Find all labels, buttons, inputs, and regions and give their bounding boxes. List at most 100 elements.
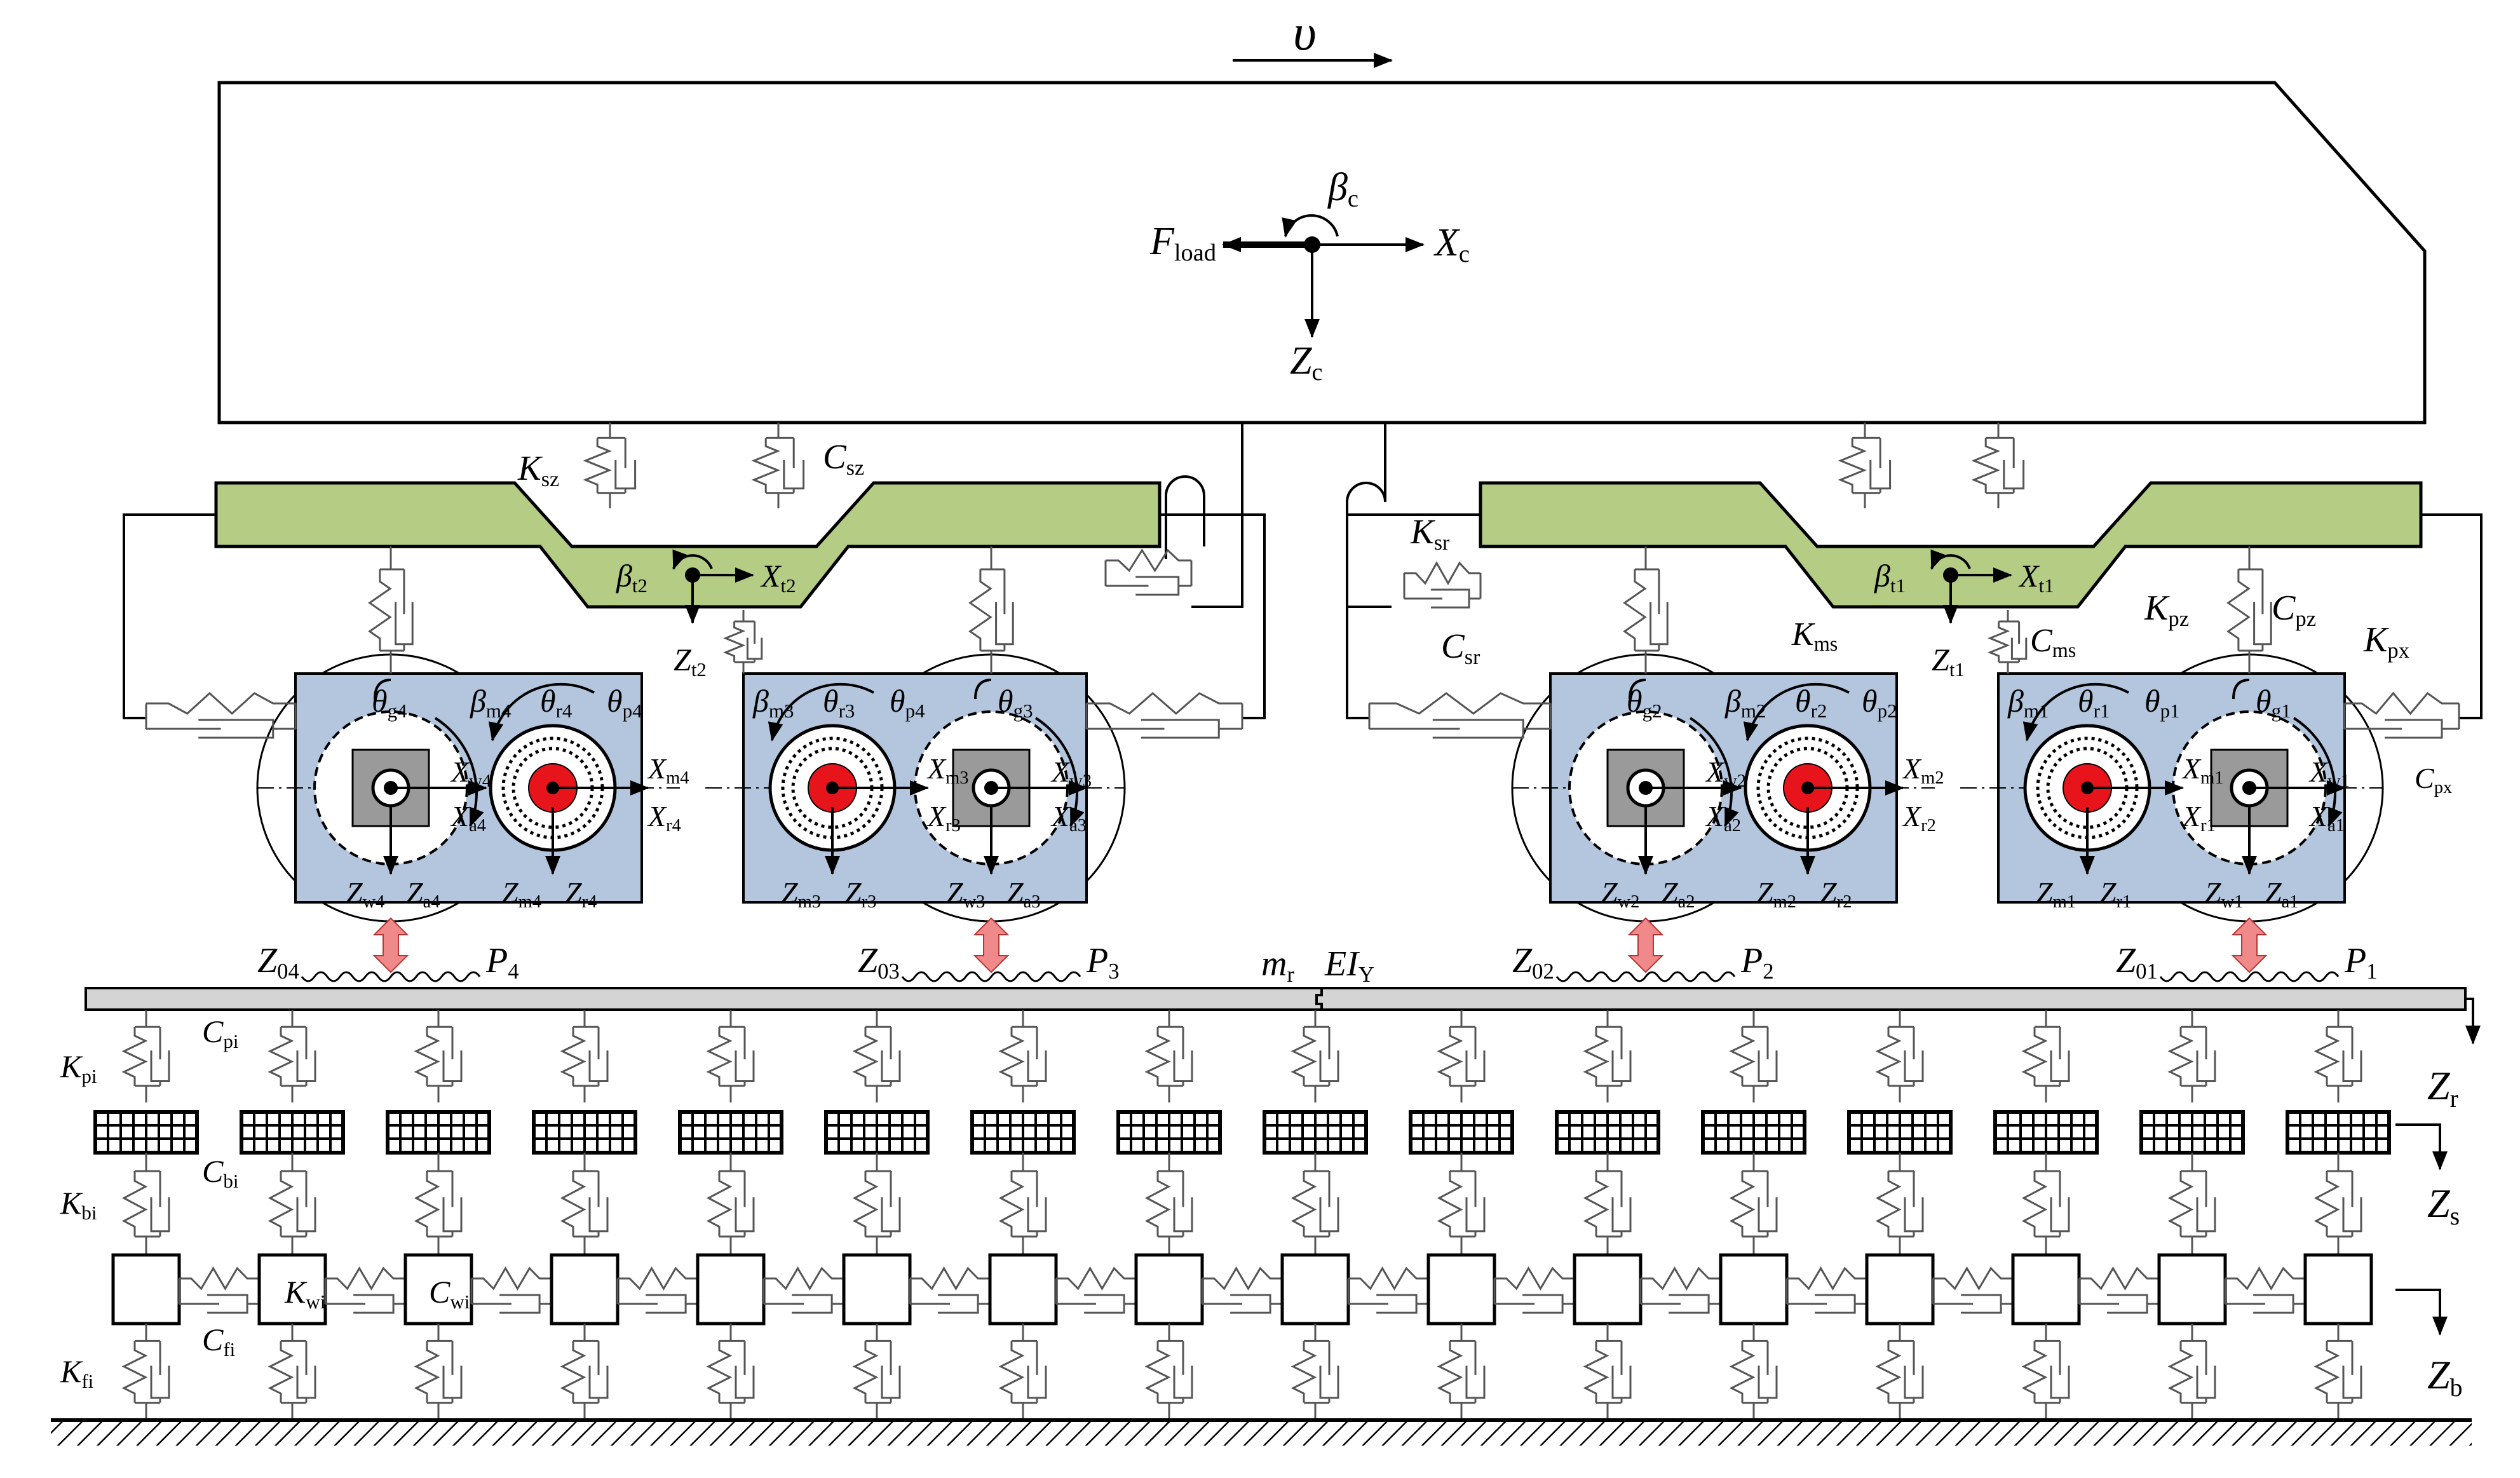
- spring-zigzag: [1583, 1170, 1609, 1237]
- spring-zigzag: [2313, 1027, 2340, 1086]
- p-label: P3: [1086, 941, 1120, 984]
- z-wheel-label: Zw3: [947, 876, 985, 912]
- subgrade-sd: [121, 1324, 170, 1420]
- kf-label-main: K: [60, 1353, 83, 1389]
- sleeper-grid: [824, 1110, 930, 1155]
- primary-long-sd-2: [1368, 692, 1552, 739]
- velocity-indicator: υ: [1233, 5, 1393, 68]
- hsd-spring: [1787, 1266, 1867, 1291]
- theta-r-label: θr1: [2078, 683, 2110, 722]
- kp-label-main: K: [60, 1048, 83, 1084]
- secondary-suspension-0-1: [751, 423, 805, 508]
- cpz-label-main: C: [2272, 588, 2296, 628]
- z-axlebox-label-sub: a2: [1678, 892, 1695, 912]
- sleeper-grid: [93, 1110, 199, 1155]
- cpx-label: Cpx: [2415, 762, 2452, 797]
- cpx-label-sub: px: [2434, 778, 2453, 797]
- ballast-block: [403, 1253, 473, 1325]
- zr-arrow: [2465, 998, 2481, 1045]
- car-x-main: X: [1433, 221, 1460, 264]
- traction-rod-rear: [1165, 423, 1243, 608]
- hsd-spring: [910, 1266, 990, 1291]
- subgrade-sd: [852, 1324, 901, 1420]
- z-rotor-label-main: Z: [1820, 876, 1837, 909]
- ballast-block: [988, 1253, 1058, 1325]
- csz-label-sub: sz: [846, 456, 864, 480]
- z-wheel-label: Zw2: [1601, 876, 1639, 912]
- spring-zigzag: [1437, 1170, 1463, 1237]
- x-axlebox-label: Xa3: [1050, 800, 1087, 836]
- x-rotor-label-main: X: [2181, 800, 2202, 832]
- bogie-x-label-sub: t1: [2039, 574, 2054, 597]
- spring-zigzag: [1583, 1341, 1609, 1403]
- ballast-sd: [706, 1153, 755, 1255]
- ballast-block: [2011, 1253, 2081, 1325]
- cw-label-main: C: [429, 1274, 450, 1310]
- kw-label-main: K: [284, 1274, 308, 1310]
- theta-p-label-main: θ: [1862, 683, 1878, 719]
- spring-zigzag: [121, 1341, 148, 1403]
- x-wheel-label-sub: w3: [1069, 771, 1092, 791]
- theta-p-label-sub: p4: [623, 700, 643, 722]
- rail-pad-sd: [560, 1010, 609, 1102]
- spring-zigzag: [706, 1170, 733, 1237]
- csz-label-main: C: [823, 437, 847, 476]
- theta-r-label-main: θ: [1795, 683, 1811, 719]
- car-z-sub: c: [1311, 359, 1322, 386]
- theta-r-label-main: θ: [823, 683, 839, 719]
- ballast-block: [1865, 1253, 1935, 1325]
- spring-zigzag: [852, 1027, 879, 1086]
- zb-label: Zb: [2427, 1352, 2462, 1402]
- track-irregularity: [2159, 971, 2340, 982]
- car-body-dof: Fload βc Xc Zc: [1149, 166, 1470, 386]
- z-motor-label-main: Z: [782, 876, 798, 909]
- theta-r-label-main: θ: [540, 683, 556, 719]
- z-wheel-label-main: Z: [346, 876, 363, 909]
- bogie-z-label-sub: t1: [1949, 658, 1965, 681]
- cpx-label-main: C: [2415, 762, 2435, 794]
- bogie-z-label-main: Z: [1932, 642, 1950, 677]
- zs-label-sub: s: [2450, 1202, 2460, 1230]
- sleeper-grid: [1409, 1110, 1514, 1155]
- bogie-z-label: Zt1: [1932, 642, 1965, 681]
- x-wheel-label-sub: w2: [1724, 771, 1746, 791]
- z0-label: Z04: [257, 941, 299, 984]
- track-column-9: [1263, 1010, 1430, 1420]
- ballast-shear-sd: [2078, 1266, 2160, 1314]
- track-column-5: [678, 1010, 845, 1420]
- theta-p-label-main: θ: [607, 683, 623, 719]
- z0-label-main: Z: [257, 941, 278, 980]
- kp-label-sub: pi: [81, 1065, 97, 1087]
- ballast-block: [111, 1253, 181, 1325]
- primary-long-sd-0: [145, 691, 297, 739]
- spring-zigzag: [998, 1341, 1025, 1403]
- subgrade-sd: [268, 1324, 316, 1420]
- x-motor-label-main: X: [926, 752, 947, 785]
- svg-text:βc: βc: [1327, 166, 1358, 212]
- car-body-outline: [217, 81, 2427, 424]
- theta-p-label-sub: p1: [2160, 700, 2180, 722]
- bogie-z-label-sub: t2: [691, 658, 707, 681]
- x-axlebox-label-sub: a2: [1724, 816, 1741, 836]
- p-label-sub: 4: [508, 959, 518, 984]
- hsd-spring: [2345, 691, 2459, 715]
- z-motor-label: Zm3: [782, 876, 821, 912]
- velocity-label: υ: [1293, 5, 1317, 61]
- x-axlebox-label-main: X: [1705, 800, 1725, 832]
- z-axlebox-label-main: Z: [407, 876, 423, 909]
- x-motor-label-main: X: [647, 752, 667, 785]
- z-axlebox-label-sub: a3: [1024, 892, 1041, 912]
- traction-links: [1104, 423, 1482, 609]
- p-label-main: P: [1086, 941, 1108, 980]
- ballast-block: [842, 1253, 912, 1325]
- ballast-block: [1280, 1253, 1350, 1325]
- z-axlebox-label: Za3: [1007, 876, 1041, 912]
- rail-pad-sd: [1875, 1010, 1924, 1102]
- subgrade-sd: [1437, 1324, 1486, 1420]
- beta-m-label-main: β: [470, 683, 486, 719]
- subgrade-sd: [560, 1324, 609, 1420]
- x-wheel-label-sub: w4: [469, 771, 491, 791]
- spring-zigzag: [121, 1170, 148, 1237]
- bogie-x-label: Xt1: [2018, 558, 2054, 597]
